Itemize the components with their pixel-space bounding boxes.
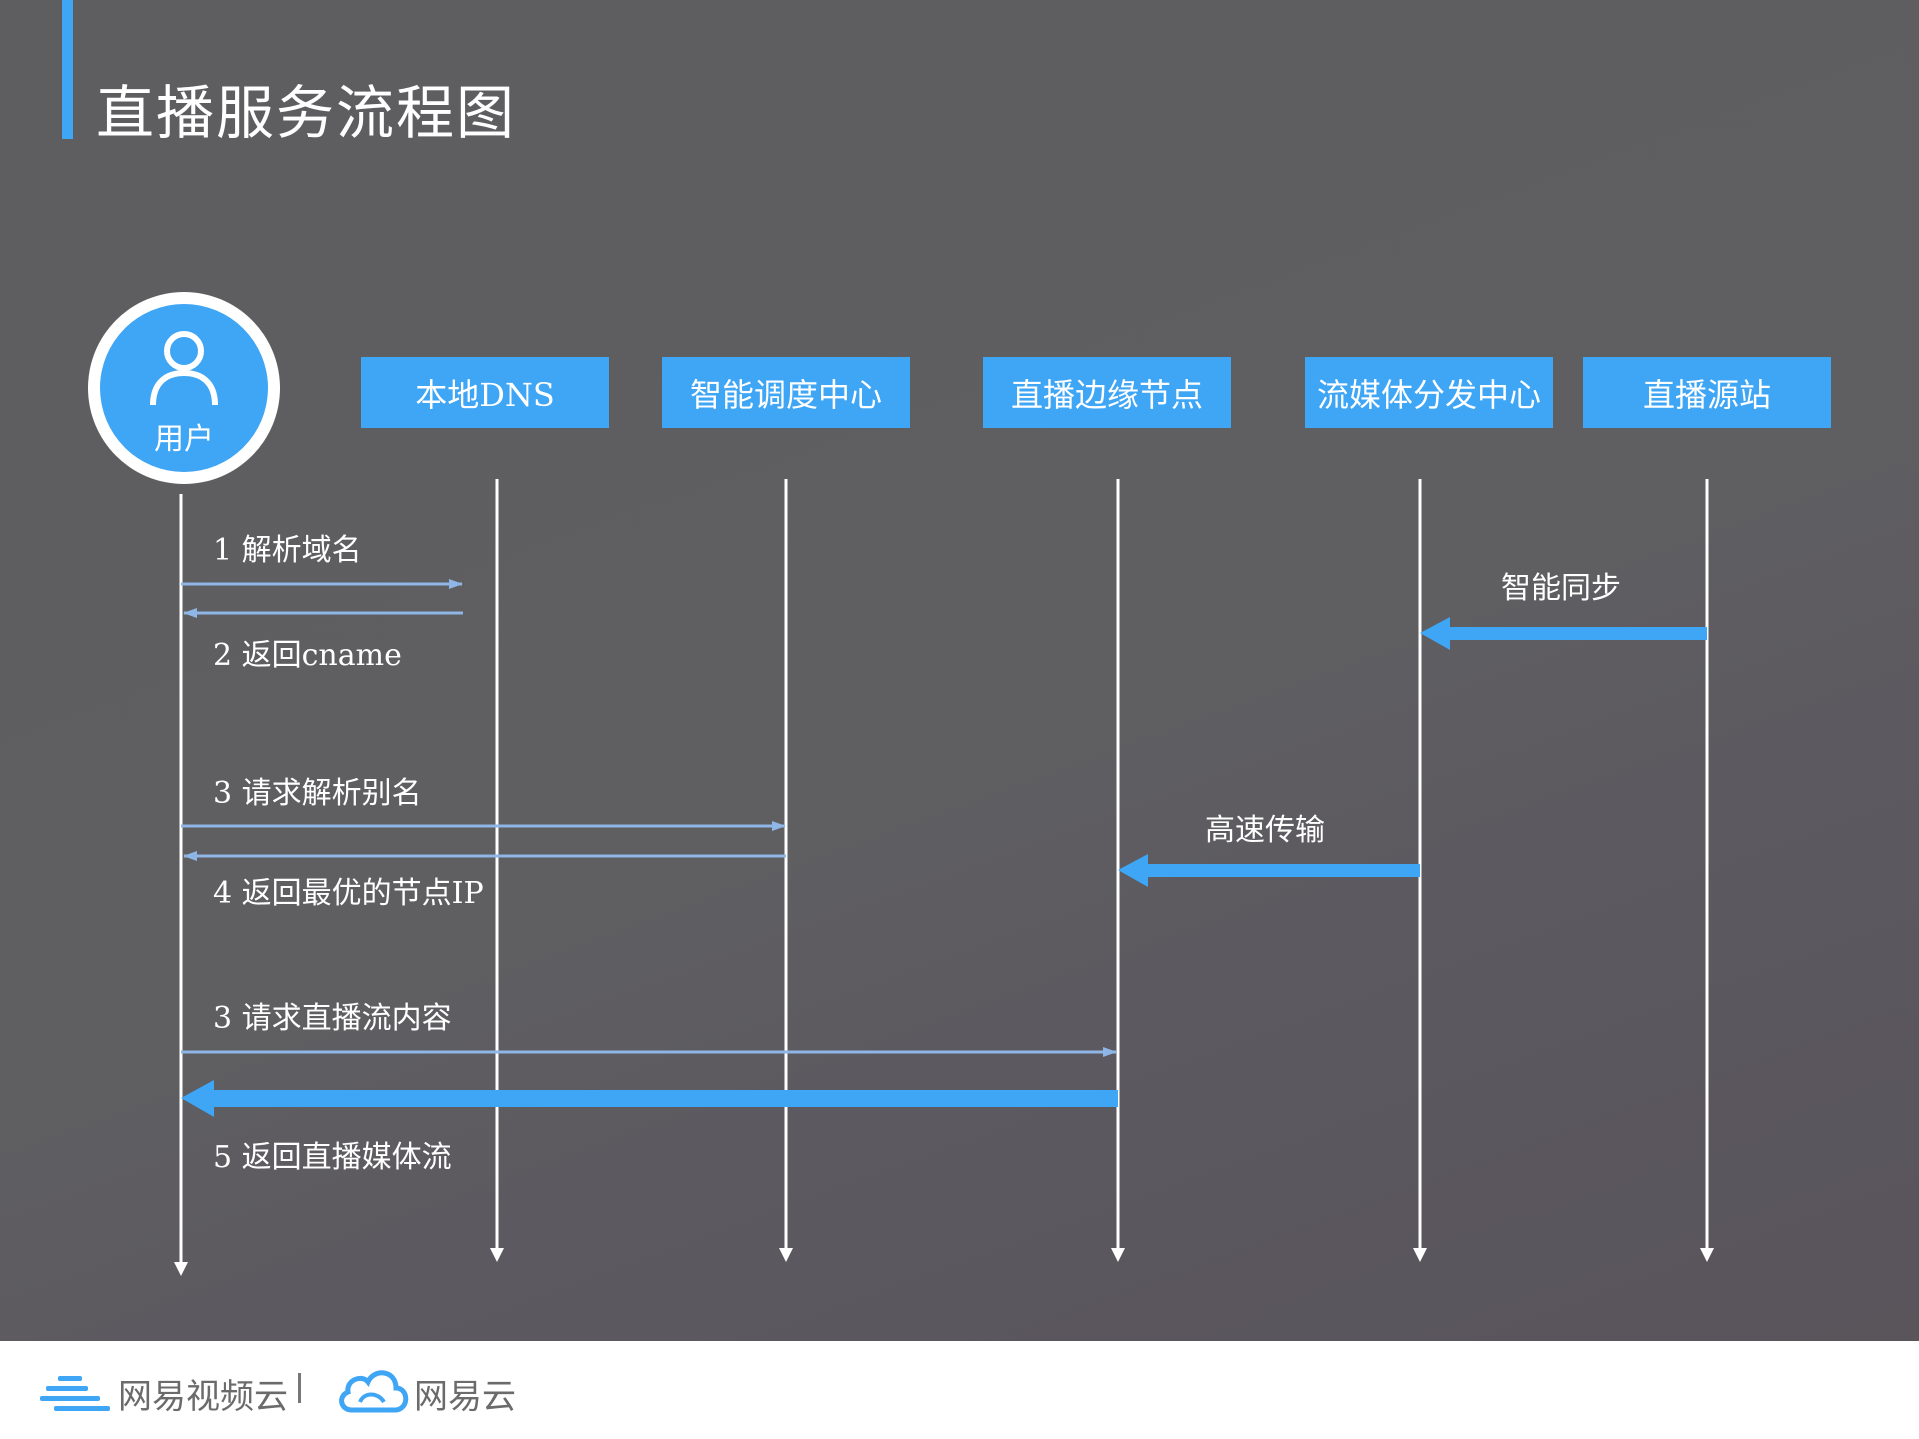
user-label: 用户 — [154, 422, 214, 457]
netease-video-cloud-logo-icon — [40, 1376, 110, 1411]
lifeline-distribution-arrowhead — [1413, 1248, 1427, 1262]
msg-smart-sync: 智能同步 — [1501, 571, 1621, 606]
brand-netease-cloud: 网易云 — [414, 1377, 516, 1417]
actor-local-dns: 本地DNS — [361, 357, 609, 428]
arrow-sync-shaft — [1448, 627, 1707, 640]
title-accent-bar — [62, 0, 73, 139]
msg-return-node-ip: 4 返回最优的节点IP — [213, 876, 484, 911]
actor-distribution-center: 流媒体分发中心 — [1305, 357, 1553, 428]
brand-netease-video-cloud: 网易视频云 — [118, 1377, 288, 1417]
sequence-diagram-lines — [174, 579, 1714, 1276]
page-title: 直播服务流程图 — [96, 79, 517, 147]
msg-return-media: 5 返回直播媒体流 — [213, 1140, 452, 1175]
arrow-sync-head — [1420, 617, 1450, 650]
arrow-media-head — [181, 1080, 214, 1117]
actor-edge-node: 直播边缘节点 — [983, 357, 1231, 428]
lifeline-origin-arrowhead — [1700, 1248, 1714, 1262]
msg-request-stream: 3 请求直播流内容 — [213, 1001, 452, 1036]
arrow-media-shaft — [212, 1090, 1118, 1107]
slide-background: 直播服务流程图 — [0, 0, 1919, 1341]
footer-bar — [0, 1341, 1919, 1439]
msg-fast-transfer: 高速传输 — [1205, 813, 1325, 848]
footer-separator — [298, 1373, 301, 1403]
lifeline-user-arrowhead — [174, 1262, 188, 1276]
netease-cloud-logo-icon — [339, 1370, 409, 1413]
lifeline-dns-arrowhead — [490, 1248, 504, 1262]
user-avatar: 用户 — [88, 292, 280, 484]
lifeline-scheduler-arrowhead — [779, 1248, 793, 1262]
user-icon — [150, 331, 218, 406]
msg-request-alias: 3 请求解析别名 — [213, 776, 422, 811]
lifeline-edge-arrowhead — [1111, 1248, 1125, 1262]
arrow-fast-shaft — [1146, 864, 1420, 877]
msg-return-cname: 2 返回cname — [213, 638, 402, 673]
actor-origin-station: 直播源站 — [1583, 357, 1831, 428]
msg-resolve-domain: 1 解析域名 — [213, 533, 362, 568]
actor-scheduler: 智能调度中心 — [662, 357, 910, 428]
arrow-fast-head — [1118, 854, 1148, 887]
